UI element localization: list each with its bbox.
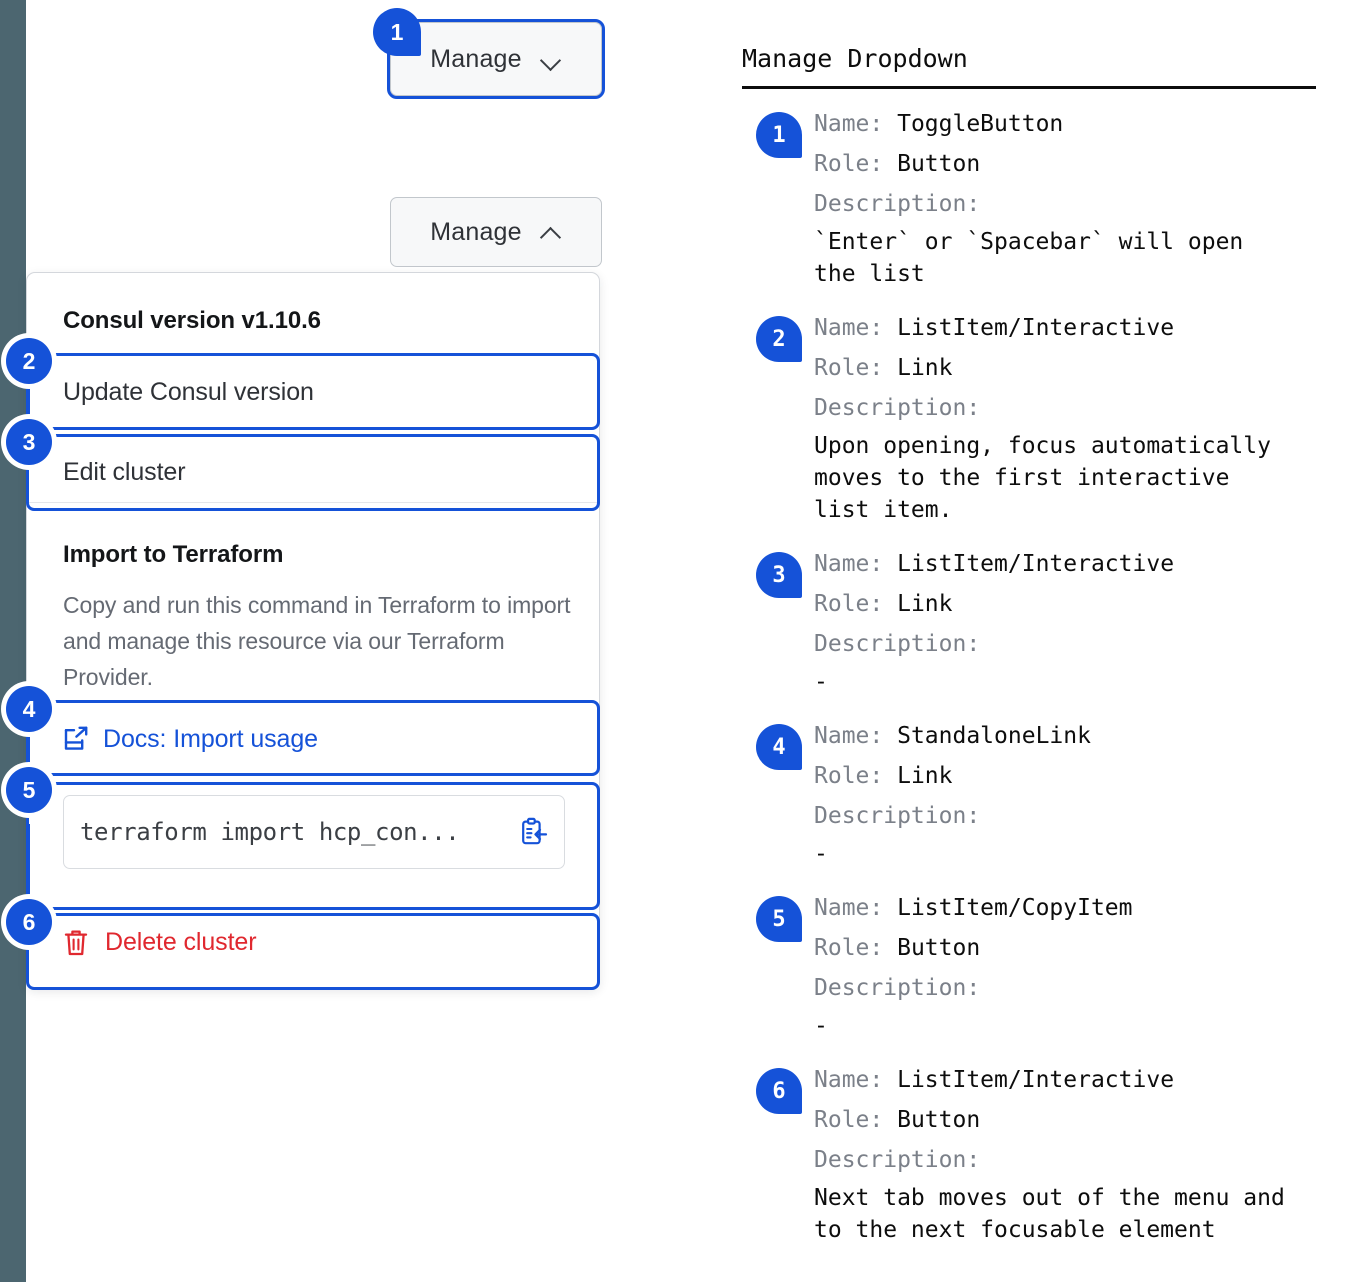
legend-badge-1: 1 [756, 112, 802, 158]
legend-name-value: ListItem/Interactive [897, 551, 1175, 577]
chevron-down-icon [540, 48, 562, 70]
menu-item-update-consul-version[interactable]: Update Consul version [63, 378, 314, 406]
annotation-badge-5: 5 [6, 767, 52, 813]
import-to-terraform-heading: Import to Terraform [63, 541, 284, 568]
legend-role-label-row: Role: Link [814, 348, 1322, 388]
legend-name-label-row: Name: ListItem/Interactive [814, 308, 1322, 348]
chevron-up-icon [540, 221, 562, 243]
legend-role-label-row: Role: Button [814, 144, 1322, 184]
legend-name-label-row: Name: ListItem/Interactive [814, 1060, 1322, 1100]
manage-toggle-label: Manage [430, 44, 522, 73]
app-navigation-rail [0, 0, 26, 1282]
legend-role-label-row: Role: Link [814, 584, 1322, 624]
legend-description-label: Description: [814, 191, 981, 217]
legend-description-label: Description: [814, 1147, 981, 1173]
legend-description-label: Description: [814, 395, 981, 421]
legend-name-label: Name: [814, 723, 898, 749]
legend-name-label-row: Name: ListItem/Interactive [814, 544, 1322, 584]
menu-item-delete-cluster[interactable]: Delete cluster [63, 928, 257, 957]
clipboard-copy-icon[interactable] [518, 817, 548, 847]
manage-dropdown-menu: Consul version v1.10.6 Update Consul ver… [26, 272, 600, 989]
legend-role-label-row: Role: Link [814, 756, 1322, 796]
legend-title-rule [742, 86, 1316, 89]
legend-description-value: Next tab moves out of the menu and to th… [814, 1185, 1285, 1243]
component-demo-area: Manage 1 Manage Consul version v1.10.6 U… [0, 0, 700, 1282]
legend-role-value: Button [897, 151, 981, 177]
docs-import-usage-link[interactable]: Docs: Import usage [63, 725, 318, 754]
legend-badge-3: 3 [756, 552, 802, 598]
docs-external-link-icon [63, 726, 89, 753]
legend-role-label: Role: [814, 355, 898, 381]
legend-role-label: Role: [814, 935, 898, 961]
legend-name-label: Name: [814, 895, 898, 921]
manage-toggle-label-open: Manage [430, 217, 522, 246]
legend-name-label-row: Name: StandaloneLink [814, 716, 1322, 756]
legend-role-label: Role: [814, 763, 898, 789]
legend-role-value: Link [897, 355, 953, 381]
docs-import-usage-label: Docs: Import usage [103, 725, 318, 753]
legend-role-value: Link [897, 763, 953, 789]
legend-name-label: Name: [814, 315, 898, 341]
legend-description-label: Description: [814, 631, 981, 657]
legend-badge-4: 4 [756, 724, 802, 770]
menu-divider [27, 502, 599, 503]
terraform-import-command-value: terraform import hcp_con... [80, 818, 460, 846]
legend-badge-2: 2 [756, 316, 802, 362]
import-description: Copy and run this command in Terraform t… [63, 592, 571, 690]
legend-name-value: ListItem/Interactive [897, 1067, 1175, 1093]
annotation-badge-2: 2 [6, 338, 52, 384]
legend-description-value: - [814, 1013, 828, 1039]
legend-title: Manage Dropdown [742, 44, 968, 73]
legend-name-value: StandaloneLink [897, 723, 1091, 749]
manage-toggle-button-closed[interactable]: Manage [390, 22, 602, 96]
delete-cluster-label: Delete cluster [105, 928, 257, 956]
legend-name-label: Name: [814, 551, 898, 577]
terraform-import-copy-field[interactable]: terraform import hcp_con... [63, 795, 565, 869]
annotation-badge-1: 1 [373, 8, 421, 56]
manage-toggle-button-open[interactable]: Manage [390, 197, 602, 267]
legend-role-value: Button [897, 935, 981, 961]
legend-name-label-row: Name: ToggleButton [814, 104, 1322, 144]
legend-name-value: ListItem/Interactive [897, 315, 1175, 341]
legend-name-value: ToggleButton [897, 111, 1064, 137]
annotation-badge-6: 6 [6, 899, 52, 945]
legend-role-label: Role: [814, 591, 898, 617]
legend-description-value: Upon opening, focus automatically moves … [814, 433, 1271, 523]
legend-description-value: - [814, 669, 828, 695]
legend-role-label-row: Role: Button [814, 928, 1322, 968]
legend-role-label: Role: [814, 151, 898, 177]
legend-badge-6: 6 [756, 1068, 802, 1114]
legend-role-value: Button [897, 1107, 981, 1133]
legend-description-label: Description: [814, 803, 981, 829]
legend-description-label: Description: [814, 975, 981, 1001]
legend-role-value: Link [897, 591, 953, 617]
legend-name-value: ListItem/CopyItem [897, 895, 1133, 921]
legend-name-label-row: Name: ListItem/CopyItem [814, 888, 1322, 928]
legend-role-label-row: Role: Button [814, 1100, 1322, 1140]
trash-icon [63, 928, 89, 957]
legend-description-value: `Enter` or `Spacebar` will open the list [814, 229, 1244, 287]
menu-item-edit-cluster[interactable]: Edit cluster [63, 458, 186, 486]
legend-role-label: Role: [814, 1107, 898, 1133]
legend-name-label: Name: [814, 111, 898, 137]
legend-description-value: - [814, 841, 828, 867]
annotation-badge-4: 4 [6, 686, 52, 732]
annotation-badge-3: 3 [6, 419, 52, 465]
consul-version-heading: Consul version v1.10.6 [63, 307, 321, 334]
legend-name-label: Name: [814, 1067, 898, 1093]
legend-badge-5: 5 [756, 896, 802, 942]
